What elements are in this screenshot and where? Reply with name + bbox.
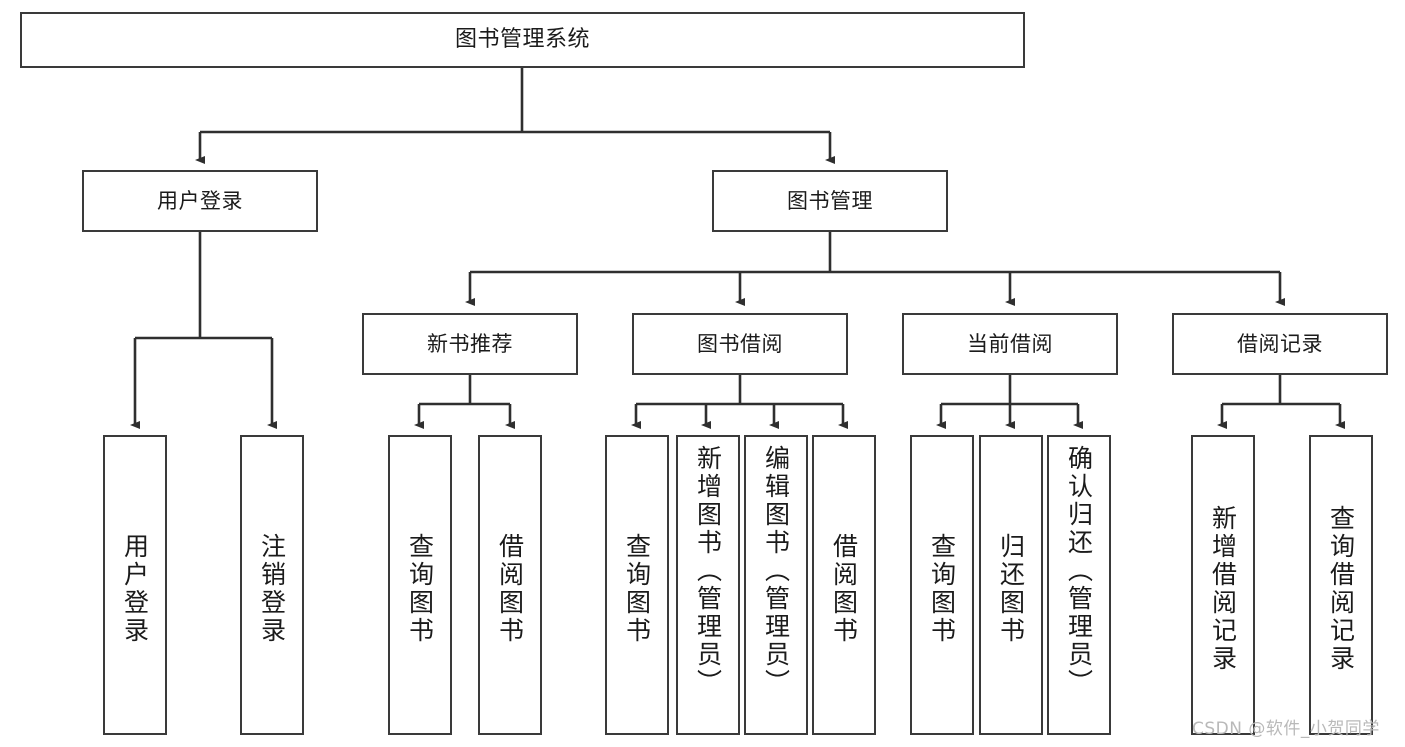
node-root-system[interactable]: 图书管理系统 — [20, 12, 1025, 68]
leaf-new-book-query[interactable]: 查询图书 — [388, 435, 452, 735]
node-label: 查询图书 — [622, 533, 652, 645]
node-label: 新增图书（管理员） — [693, 445, 723, 697]
node-label: 新书推荐 — [427, 331, 513, 356]
node-label: 用户登录 — [157, 188, 243, 213]
node-label: 图书管理系统 — [454, 27, 590, 53]
node-label: 确认归还（管理员） — [1064, 445, 1094, 697]
leaf-book-borrow-borrow[interactable]: 借阅图书 — [812, 435, 876, 735]
node-book-borrow[interactable]: 图书借阅 — [632, 313, 848, 375]
leaf-book-borrow-query[interactable]: 查询图书 — [605, 435, 669, 735]
node-label: 查询图书 — [927, 533, 957, 645]
leaf-user-login-logout[interactable]: 注销登录 — [240, 435, 304, 735]
leaf-current-borrow-confirm-return[interactable]: 确认归还（管理员） — [1047, 435, 1111, 735]
node-label: 新增借阅记录 — [1208, 505, 1238, 673]
leaf-book-borrow-edit[interactable]: 编辑图书（管理员） — [744, 435, 808, 735]
node-label: 图书管理 — [787, 188, 873, 213]
node-borrow-records[interactable]: 借阅记录 — [1172, 313, 1388, 375]
node-label: 借阅图书 — [829, 533, 859, 645]
node-user-login[interactable]: 用户登录 — [82, 170, 318, 232]
node-label: 当前借阅 — [967, 331, 1053, 356]
leaf-current-borrow-return[interactable]: 归还图书 — [979, 435, 1043, 735]
node-label: 借阅图书 — [495, 533, 525, 645]
node-label: 注销登录 — [257, 533, 287, 645]
node-label: 查询借阅记录 — [1326, 505, 1356, 673]
node-new-book-recommend[interactable]: 新书推荐 — [362, 313, 578, 375]
leaf-borrow-records-query[interactable]: 查询借阅记录 — [1309, 435, 1373, 735]
csdn-watermark: CSDN @软件_小贺同学 — [1192, 719, 1380, 739]
leaf-new-book-borrow[interactable]: 借阅图书 — [478, 435, 542, 735]
node-label: 查询图书 — [405, 533, 435, 645]
node-current-borrow[interactable]: 当前借阅 — [902, 313, 1118, 375]
node-book-management[interactable]: 图书管理 — [712, 170, 948, 232]
leaf-current-borrow-query[interactable]: 查询图书 — [910, 435, 974, 735]
node-label: 用户登录 — [120, 533, 150, 645]
node-label: 图书借阅 — [697, 331, 783, 356]
node-label: 编辑图书（管理员） — [761, 445, 791, 697]
leaf-user-login-login[interactable]: 用户登录 — [103, 435, 167, 735]
leaf-borrow-records-add[interactable]: 新增借阅记录 — [1191, 435, 1255, 735]
node-label: 借阅记录 — [1237, 331, 1323, 356]
leaf-book-borrow-add[interactable]: 新增图书（管理员） — [676, 435, 740, 735]
node-label: 归还图书 — [996, 533, 1026, 645]
